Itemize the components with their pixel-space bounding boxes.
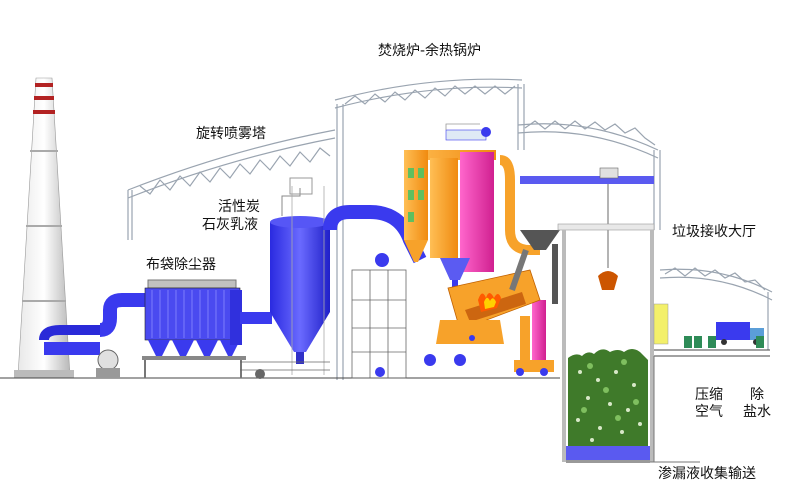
receiving-area	[650, 303, 770, 463]
label-activated-carbon: 活性炭	[218, 199, 260, 215]
chimney	[14, 77, 74, 378]
roof-truss-boiler-hall	[334, 78, 525, 380]
roof-truss-spray-tower	[127, 129, 336, 240]
label-desalt-2: 盐水	[743, 404, 771, 420]
incinerator-furnace	[436, 269, 541, 344]
label-leachate: 渗漏液收集输送	[658, 466, 756, 482]
label-lime-slurry: 石灰乳液	[202, 217, 258, 233]
label-air: 空气	[695, 404, 723, 420]
label-desalt-1: 除	[750, 387, 764, 403]
label-incinerator-boiler: 焚烧炉-余热锅炉	[378, 43, 482, 59]
feed-hopper	[509, 230, 560, 304]
label-bag-filter: 布袋除尘器	[146, 257, 216, 273]
roof-truss-waste-hall	[517, 120, 661, 230]
garbage-pile	[568, 349, 648, 446]
label-waste-hall: 垃圾接收大厅	[672, 224, 756, 240]
spray-tower	[270, 177, 330, 375]
roof-truss-compressor-room	[659, 267, 773, 350]
pumps	[255, 253, 466, 379]
support-structure	[240, 269, 407, 379]
waste-bunker	[520, 167, 655, 463]
induced-draft-fan	[39, 325, 120, 378]
label-spray-tower: 旋转喷雾塔	[196, 126, 266, 142]
steam-drum	[445, 123, 491, 141]
waste-heat-boiler	[404, 150, 554, 376]
flue-duct-to-fan	[99, 293, 150, 337]
label-compressed: 压缩	[695, 387, 723, 403]
storage-tanks	[684, 336, 764, 348]
bag-filter	[142, 279, 246, 378]
